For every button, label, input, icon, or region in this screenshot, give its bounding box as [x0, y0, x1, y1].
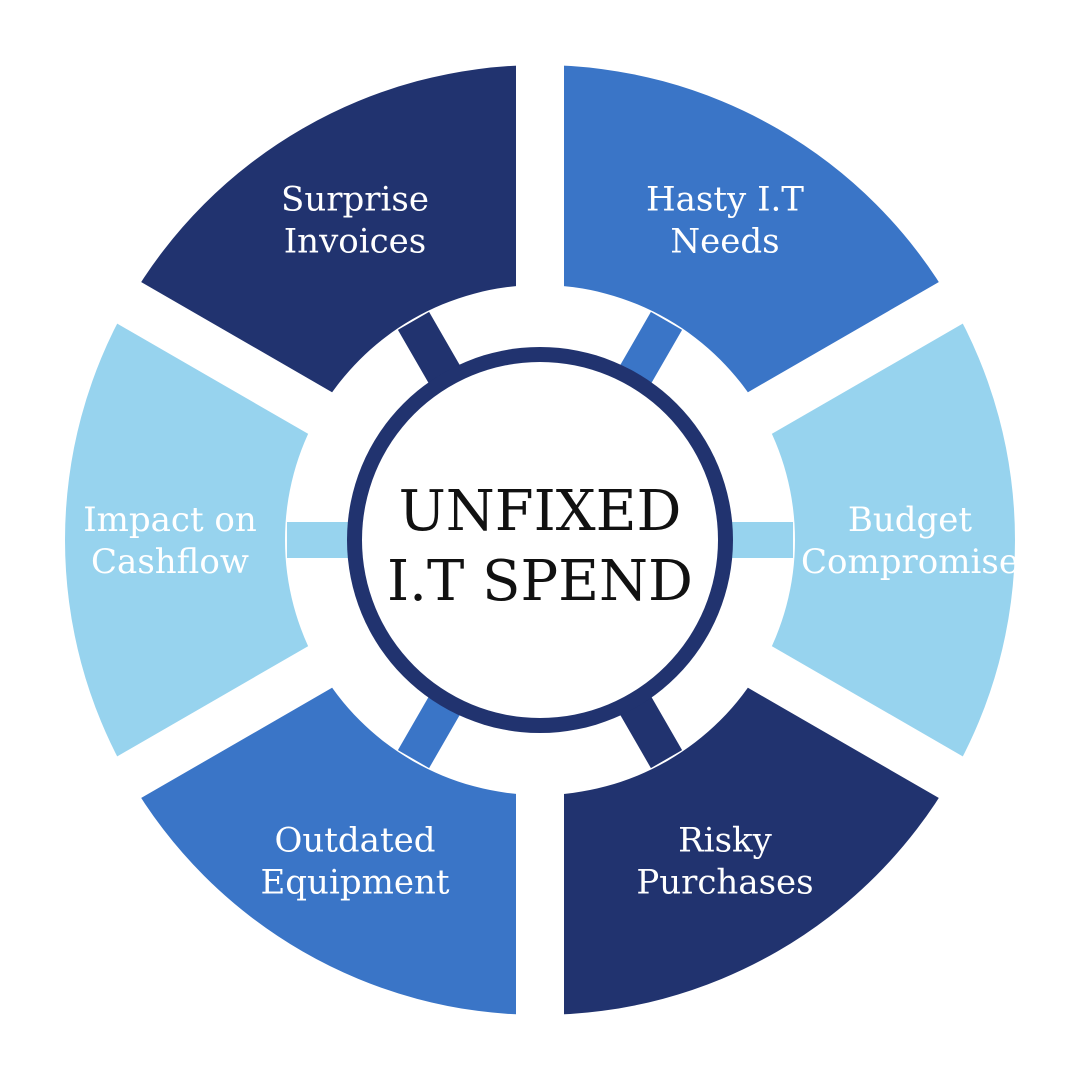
label-line: Risky: [678, 820, 773, 860]
connector-outdated-equipment: [397, 694, 462, 769]
segments-layer: [65, 65, 1015, 1015]
label-line: Surprise: [281, 180, 429, 220]
gap-band: [744, 644, 973, 804]
label-line: Compromise: [801, 542, 1019, 582]
connector-risky-purchases: [618, 694, 683, 769]
label-line: Equipment: [260, 862, 449, 902]
label-line: Impact on: [83, 500, 257, 540]
segment-outdated-equipment: [128, 667, 540, 1015]
gap-band: [107, 276, 336, 436]
label-line: Hasty I.T: [646, 180, 804, 220]
label-line: Invoices: [284, 222, 427, 262]
gap-band: [107, 644, 336, 804]
label-line: Purchases: [636, 862, 813, 902]
connector-surprise-invoices: [397, 311, 462, 386]
center-title-line1: UNFIXED: [399, 479, 682, 544]
center-fill: [362, 362, 718, 718]
segment-hasty-it-needs: [540, 65, 952, 413]
center-circle: UNFIXED I.T SPEND: [347, 347, 733, 733]
segment-budget-compromise: [760, 302, 1015, 778]
connectors-layer: [287, 311, 793, 769]
segment-impact-on-cashflow: [65, 302, 320, 778]
gap-band: [744, 276, 973, 436]
gap-layer: [107, 55, 973, 1025]
segment-risky-purchases: [540, 667, 952, 1015]
connector-hasty-it-needs: [618, 311, 683, 386]
label-line: Outdated: [274, 820, 435, 860]
center-title-line2: I.T SPEND: [387, 549, 693, 614]
label-line: Needs: [670, 222, 779, 262]
label-line: Cashflow: [91, 542, 249, 582]
label-line: Budget: [848, 500, 973, 540]
segment-surprise-invoices: [128, 65, 540, 413]
